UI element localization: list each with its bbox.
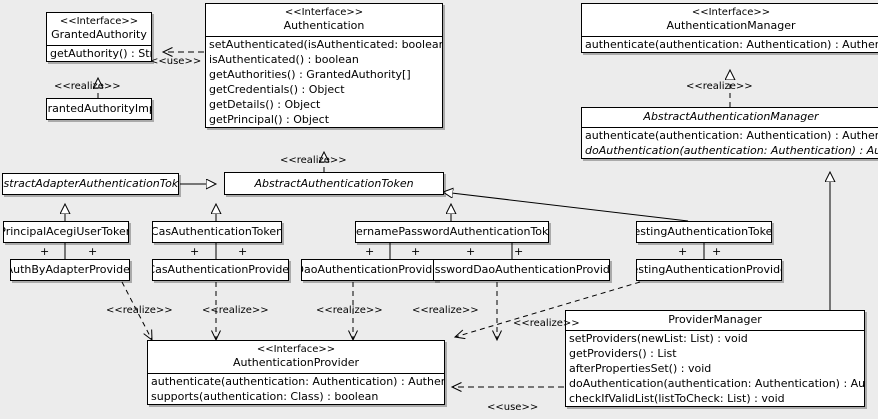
label-realize-password-dao-authentication-provider: <<realize>> [412, 305, 479, 316]
operation: getCredentials() : Object [209, 83, 345, 96]
operation: getProviders() : List [569, 347, 677, 360]
stereotype-interface: <<Interface>> [256, 344, 336, 355]
class-name: AbstractAuthenticationManager [643, 110, 819, 123]
class-authentication-provider[interactable]: <<Interface>> AuthenticationProvider aut… [147, 340, 445, 405]
operation: isAuthenticated() : boolean [209, 53, 359, 66]
operations-compartment: authenticate(authentication: Authenticat… [582, 128, 878, 158]
association-adornment: + [40, 245, 50, 258]
stereotype-interface: <<Interface>> [691, 7, 771, 18]
class-granted-authority-impl[interactable]: GrantedAuthorityImpl [46, 98, 152, 120]
class-name: AuthenticationProvider [232, 356, 360, 369]
class-name: CasAuthenticationProvider [152, 263, 289, 276]
association-adornment: + [411, 245, 421, 258]
class-abstract-adapter-authentication-token[interactable]: AbstractAdapterAuthenticationToken [2, 173, 179, 195]
operation: authenticate(authentication: Authenticat… [585, 38, 878, 51]
association-adornment: + [190, 245, 200, 258]
association-adornment: + [678, 245, 688, 258]
class-name: UsernamePasswordAuthenticationToken [356, 225, 549, 238]
class-name: TestingAuthenticationProvider [637, 263, 781, 276]
class-header: AbstractAuthenticationManager [582, 108, 878, 128]
class-name: AuthenticationManager [666, 19, 796, 32]
label-realize-auth-by-adapter-provider: <<realize>> [106, 305, 173, 316]
class-name: CasAuthenticationToken [152, 225, 282, 238]
class-name: AbstractAdapterAuthenticationToken [3, 177, 179, 190]
class-provider-manager[interactable]: ProviderManager setProviders(newList: Li… [565, 310, 865, 407]
operation: getDetails() : Object [209, 98, 321, 111]
class-name: AuthByAdapterProvider [10, 263, 130, 276]
operations-compartment: authenticate(authentication: Authenticat… [148, 374, 444, 404]
class-name: PrincipalAcegiUserToken [3, 225, 129, 238]
association-adornment: + [466, 245, 476, 258]
class-cas-authentication-provider[interactable]: CasAuthenticationProvider [152, 259, 289, 281]
label-realize-abstract-authentication-token: <<realize>> [280, 155, 347, 166]
class-header: <<Interface>> AuthenticationProvider [148, 341, 444, 374]
class-name: GrantedAuthorityImpl [47, 102, 151, 115]
class-password-dao-authentication-provider[interactable]: PasswordDaoAuthenticationProvider [433, 259, 610, 281]
operation: authenticate(authentication: Authenticat… [585, 129, 878, 142]
label-realize-dao-authentication-provider: <<realize>> [316, 305, 383, 316]
class-abstract-authentication-manager[interactable]: AbstractAuthenticationManager authentica… [581, 107, 878, 159]
label-use-authentication-granted-authority: <<use>> [150, 56, 202, 67]
operations-compartment: setProviders(newList: List) : void getPr… [566, 331, 864, 406]
class-header: ProviderManager [566, 311, 864, 331]
class-cas-authentication-token[interactable]: CasAuthenticationToken [152, 221, 282, 243]
label-use-provider-manager: <<use>> [487, 402, 539, 413]
class-name: PasswordDaoAuthenticationProvider [434, 263, 610, 276]
operation: supports(authentication: Class) : boolea… [151, 390, 379, 403]
class-header: <<Interface>> Authentication [206, 4, 442, 37]
label-realize-testing-authentication-provider: <<realize>> [513, 318, 580, 329]
association-adornment: + [365, 245, 375, 258]
association-adornment: + [238, 245, 248, 258]
class-name: GrantedAuthority [51, 28, 147, 41]
association-adornment: + [514, 245, 524, 258]
operation: checkIfValidList(listToCheck: List) : vo… [569, 392, 785, 405]
operations-compartment: getAuthority() : String [47, 46, 151, 61]
class-authentication-manager[interactable]: <<Interface>> AuthenticationManager auth… [581, 3, 878, 53]
operations-compartment: setAuthenticated(isAuthenticated: boolea… [206, 37, 442, 127]
operation: setAuthenticated(isAuthenticated: boolea… [209, 38, 442, 51]
class-header: <<Interface>> AuthenticationManager [582, 4, 878, 37]
class-principal-acegi-user-token[interactable]: PrincipalAcegiUserToken [3, 221, 129, 243]
stereotype-interface: <<Interface>> [284, 7, 364, 18]
class-authentication[interactable]: <<Interface>> Authentication setAuthenti… [205, 3, 443, 128]
label-realize-cas-authentication-provider: <<realize>> [202, 305, 269, 316]
operation: getAuthority() : String [50, 47, 151, 60]
operation: doAuthentication(authentication: Authent… [569, 377, 865, 390]
operation: getAuthorities() : GrantedAuthority[] [209, 68, 411, 81]
class-header: <<Interface>> GrantedAuthority [47, 13, 151, 46]
class-name: ProviderManager [668, 313, 762, 326]
association-adornment: + [88, 245, 98, 258]
operation: afterPropertiesSet() : void [569, 362, 712, 375]
class-abstract-authentication-token[interactable]: AbstractAuthenticationToken [224, 172, 444, 195]
operations-compartment: authenticate(authentication: Authenticat… [582, 37, 878, 52]
stereotype-interface: <<Interface>> [59, 16, 139, 27]
class-name: AbstractAuthenticationToken [254, 176, 414, 190]
association-adornment: + [712, 245, 722, 258]
class-name: Authentication [283, 19, 365, 32]
class-name: TestingAuthenticationToken [636, 225, 772, 238]
operation: authenticate(authentication: Authenticat… [151, 375, 444, 388]
class-username-password-authentication-token[interactable]: UsernamePasswordAuthenticationToken [355, 221, 549, 243]
class-name: DaoAuthenticationProvider [301, 263, 438, 276]
operation: setProviders(newList: List) : void [569, 332, 748, 345]
class-testing-authentication-provider[interactable]: TestingAuthenticationProvider [636, 259, 782, 281]
class-testing-authentication-token[interactable]: TestingAuthenticationToken [636, 221, 772, 243]
operation: getPrincipal() : Object [209, 113, 330, 126]
label-realize-authentication-manager: <<realize>> [686, 81, 753, 92]
operation: doAuthentication(authentication: Authent… [585, 144, 878, 157]
class-dao-authentication-provider[interactable]: DaoAuthenticationProvider [301, 259, 438, 281]
class-granted-authority[interactable]: <<Interface>> GrantedAuthority getAuthor… [46, 12, 152, 62]
label-realize-granted-authority-impl: <<realize>> [54, 81, 121, 92]
class-auth-by-adapter-provider[interactable]: AuthByAdapterProvider [10, 259, 130, 281]
